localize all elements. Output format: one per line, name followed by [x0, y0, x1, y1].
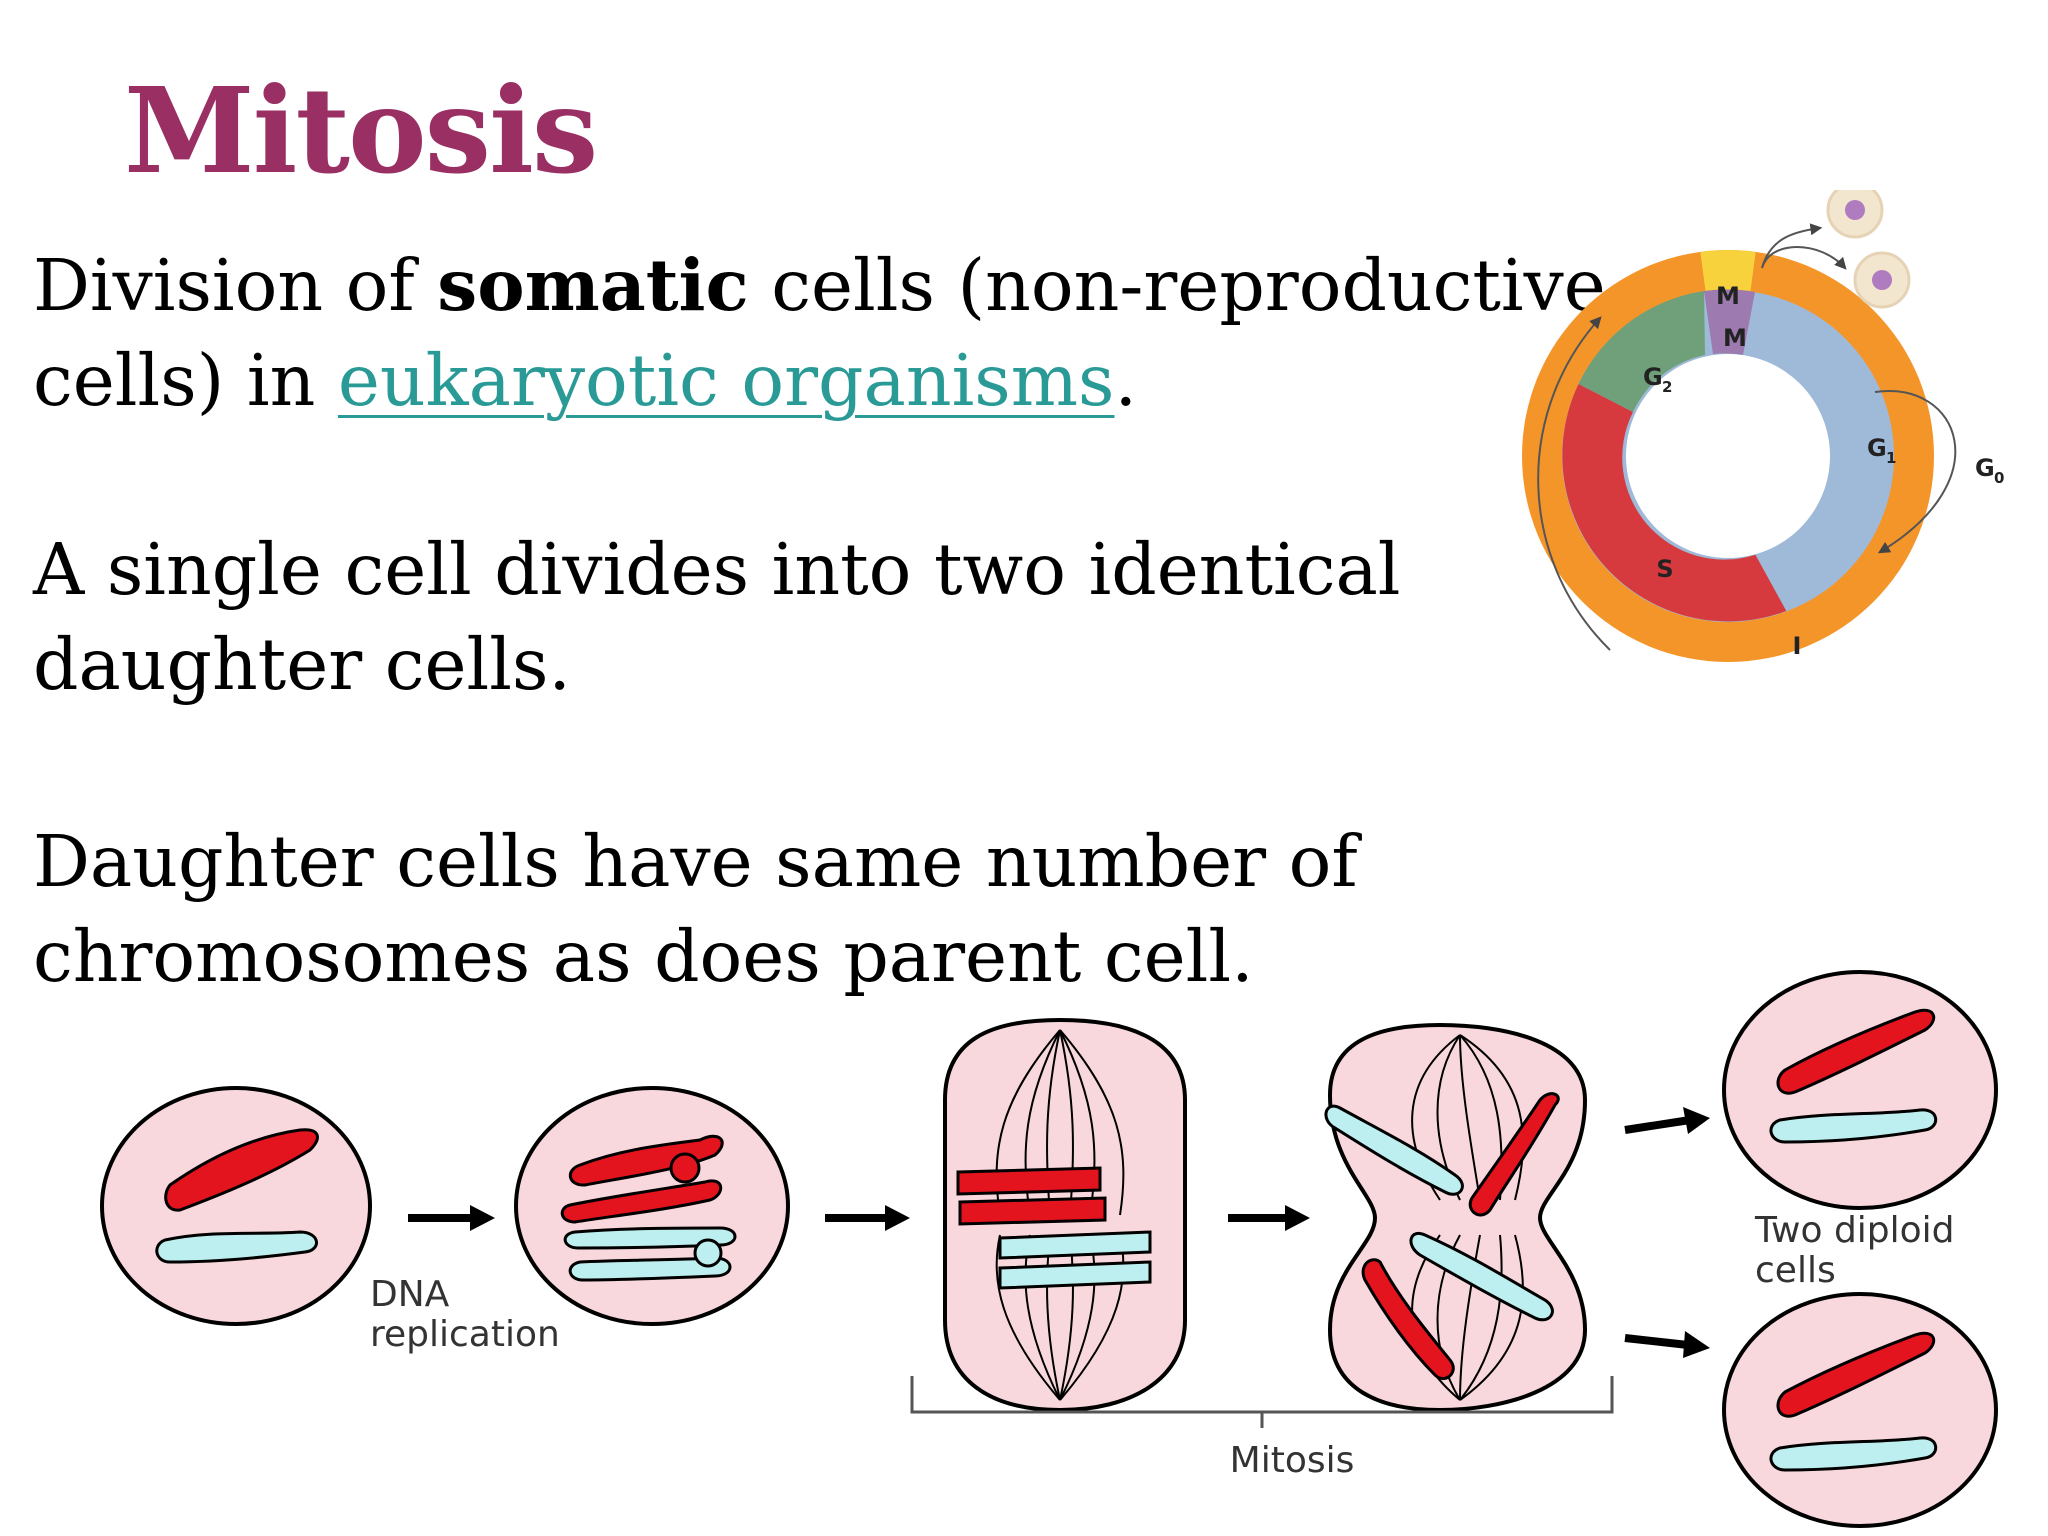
label-replication: replication: [370, 1314, 560, 1355]
para2-line1: A single cell divides into two identical: [33, 528, 1401, 611]
label-m-outer: M: [1716, 282, 1740, 310]
para2-line2: daughter cells.: [33, 623, 571, 706]
daughter-nucleus-1: [1845, 200, 1865, 220]
label-g2-sub: 2: [1662, 378, 1672, 396]
label-dna: DNA: [370, 1274, 450, 1315]
mitosis-process-diagram: DNA replication Mitosis Two diploid cell…: [80, 970, 2020, 1530]
label-two-diploid: Two diploid: [1754, 1210, 1955, 1251]
label-cells: cells: [1755, 1250, 1836, 1291]
arrow-5-head: [1683, 1331, 1710, 1358]
red-centromere: [671, 1154, 699, 1182]
blue-centromere: [695, 1240, 721, 1266]
label-s: S: [1656, 555, 1673, 583]
cell-cycle-diagram: M M G 2 G 1 G 0 S I: [1510, 190, 2040, 690]
arrow-5: [1625, 1338, 1688, 1345]
label-m-inner: M: [1723, 324, 1747, 352]
label-g1-g: G: [1867, 434, 1887, 462]
para1-text-b: cells (non-reproductive: [749, 244, 1606, 327]
arrow-3-head: [1285, 1205, 1310, 1231]
para1-text-a: Division of: [33, 244, 437, 327]
anaphase-cell: [1330, 1025, 1585, 1410]
somatic-bold: somatic: [437, 243, 748, 327]
label-g1-sub: 1: [1886, 449, 1896, 467]
label-g0-sub: 0: [1994, 469, 2004, 487]
label-mitosis: Mitosis: [1230, 1440, 1355, 1481]
label-g0-g: G: [1975, 454, 1995, 482]
arrow-1-head: [470, 1205, 495, 1231]
arrow-4: [1625, 1120, 1690, 1130]
label-i: I: [1793, 632, 1802, 660]
daughter-cell-bottom: [1724, 1294, 1996, 1526]
slide-title: Mitosis: [124, 72, 596, 190]
daughter-cell-top: [1724, 972, 1996, 1208]
arrow-2-head: [885, 1205, 910, 1231]
para1-text-c: cells) in: [33, 339, 338, 422]
label-g0: G 0: [1975, 454, 2004, 487]
eukaryotic-organisms-link[interactable]: eukaryotic organisms: [338, 339, 1115, 422]
para3-line1: Daughter cells have same number of: [33, 820, 1358, 903]
daughter-nucleus-2: [1872, 270, 1892, 290]
paragraph-division: A single cell divides into two identical…: [33, 522, 1401, 712]
red-metaphase-chromosome: [958, 1168, 1100, 1194]
para1-text-d: .: [1114, 339, 1137, 422]
red-metaphase-chromosome-2: [960, 1198, 1105, 1224]
blue-metaphase-chromosome: [1000, 1232, 1150, 1258]
blue-metaphase-chromosome-2: [1000, 1262, 1150, 1288]
paragraph-definition: Division of somatic cells (non-reproduct…: [33, 238, 1606, 428]
arrow-4-head: [1683, 1107, 1710, 1134]
parent-cell: [102, 1088, 370, 1324]
label-g2-g: G: [1643, 363, 1663, 391]
